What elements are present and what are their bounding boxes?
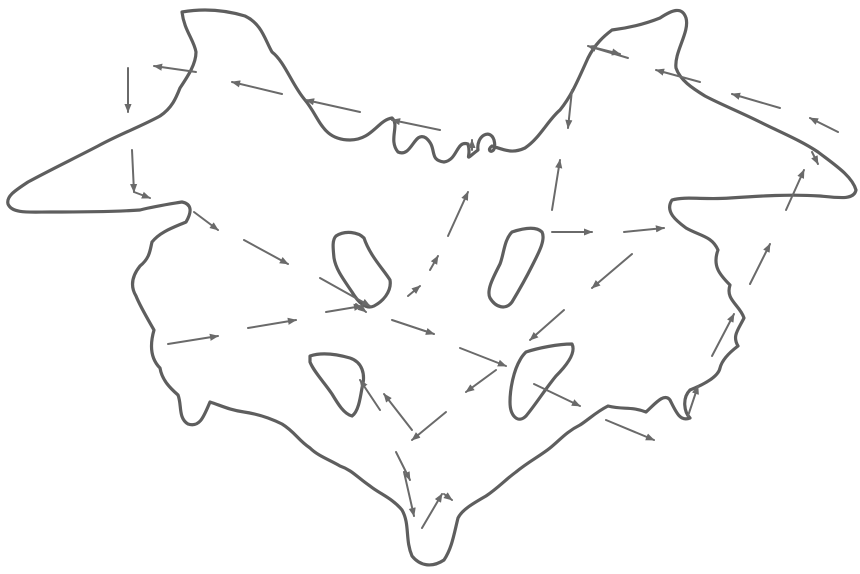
scanpath-arrow: [248, 320, 296, 328]
scanpath-arrow: [154, 66, 196, 72]
scanpath-arrow: [466, 370, 496, 392]
scanpath-arrow: [244, 240, 288, 264]
scanpath-arrow: [412, 412, 446, 440]
hole-upper-right: [489, 228, 543, 307]
scanpath-arrow: [530, 310, 564, 340]
scanpath-arrow: [168, 336, 218, 344]
scanpath-arrow: [444, 494, 452, 500]
hole-lower-right: [510, 344, 573, 419]
scanpath-arrow: [592, 254, 632, 288]
scanpath-arrow: [392, 120, 440, 130]
scanpath-arrow: [326, 306, 362, 312]
scanpath-arrow: [812, 152, 818, 164]
scanpath-arrow: [430, 256, 438, 270]
scanpath-arrow: [194, 212, 218, 230]
scanpath-arrow: [408, 286, 420, 296]
inkblot-outline: [8, 10, 856, 565]
scanpath-arrow: [448, 192, 468, 236]
scanpath-arrow: [232, 82, 282, 94]
scanpath-arrow: [732, 94, 780, 108]
scanpath-arrow: [786, 170, 804, 210]
scanpath-arrows: [128, 46, 838, 528]
scanpath-arrow: [810, 118, 838, 132]
scanpath-arrow: [750, 244, 770, 284]
scanpath-arrow: [712, 314, 734, 356]
scanpath-arrow: [624, 228, 664, 232]
scanpath-arrow: [552, 160, 560, 210]
scanpath-arrow: [392, 320, 434, 334]
scanpath-arrow: [396, 452, 410, 480]
scanpath-arrow: [134, 192, 150, 198]
scanpath-arrow: [132, 150, 134, 192]
scanpath-arrow: [360, 380, 380, 410]
scanpath-arrow: [460, 348, 506, 366]
scanpath-arrow: [422, 494, 442, 528]
scanpath-arrow: [606, 420, 654, 440]
scanpath-arrow: [384, 394, 412, 430]
hole-lower-left: [310, 354, 364, 416]
hole-upper-left: [333, 232, 390, 307]
scanpath-arrow: [596, 48, 620, 54]
scanpath-arrow: [306, 100, 360, 112]
